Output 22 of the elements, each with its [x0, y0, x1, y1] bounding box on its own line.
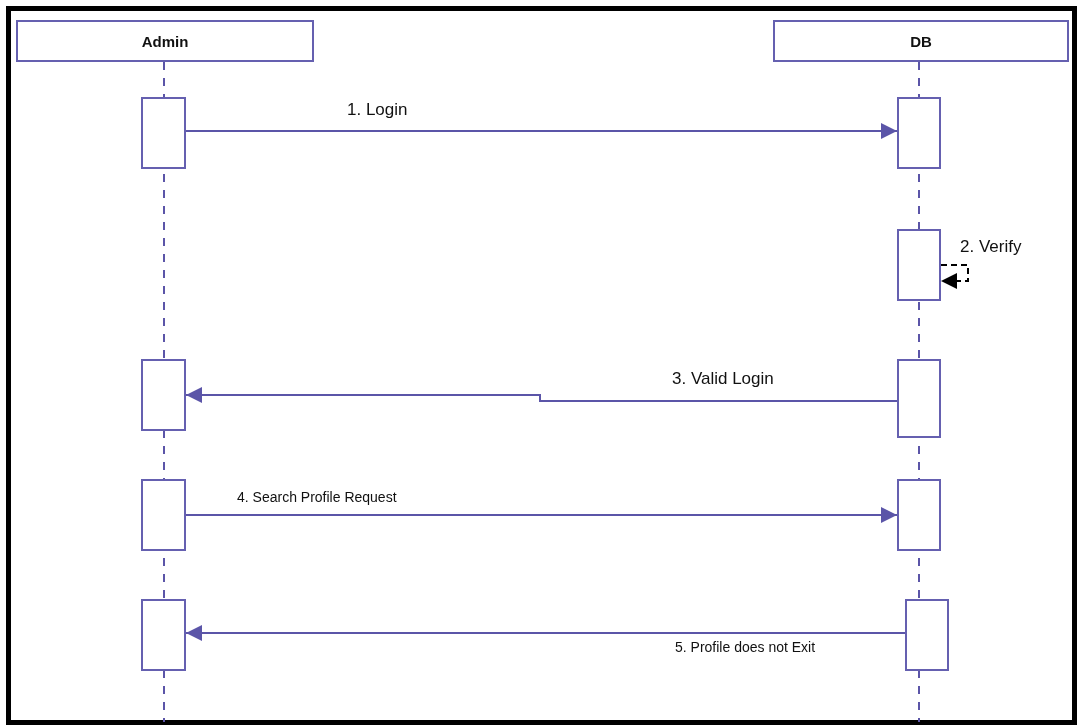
self-message-arrow — [940, 264, 969, 289]
message-label: 4. Search Profile Request — [237, 490, 397, 506]
participant-name: Admin — [141, 32, 189, 50]
activation-bar — [141, 359, 186, 431]
activation-bar — [897, 97, 941, 169]
activation-bar — [141, 479, 186, 551]
message-arrow — [185, 625, 906, 641]
message-arrow — [185, 387, 898, 403]
lifeline-header — [773, 20, 1069, 62]
activation-bar — [897, 229, 941, 301]
activation-bar — [897, 479, 941, 551]
participant-name: DB — [910, 32, 932, 50]
activation-bar — [905, 599, 949, 671]
message-arrow — [185, 507, 898, 523]
lifeline-header — [16, 20, 314, 62]
message-arrow — [185, 123, 898, 139]
message-label: 2. Verify — [960, 238, 1022, 257]
message-label: 1. Login — [347, 101, 408, 120]
activation-bar — [141, 97, 186, 169]
message-label: 3. Valid Login — [672, 370, 774, 389]
activation-bar — [897, 359, 941, 438]
activation-bar — [141, 599, 186, 671]
